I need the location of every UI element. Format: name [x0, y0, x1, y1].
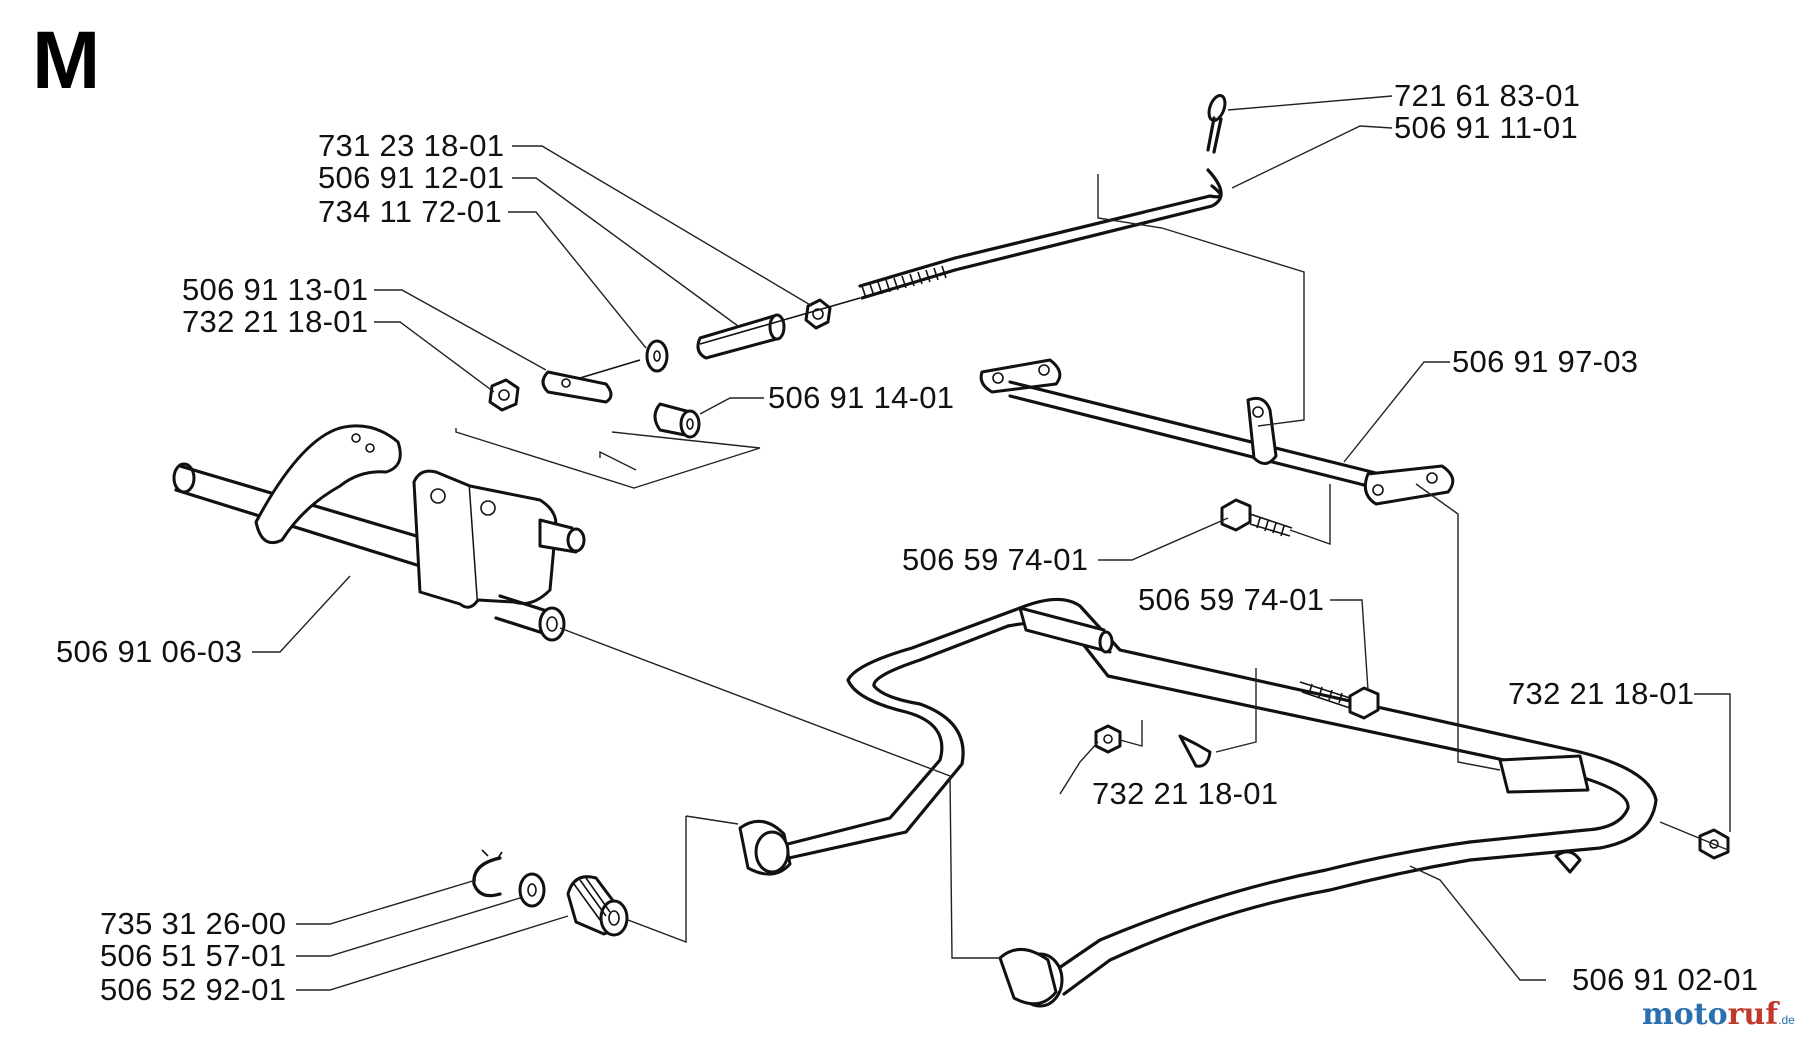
washer-part [645, 339, 669, 373]
shoulder-bolt-part-2 [1299, 681, 1380, 720]
pedal-shaft-part [172, 424, 586, 642]
watermark-part2: ruf [1728, 997, 1781, 1032]
control-rod-part [858, 168, 1223, 300]
label-506-59-74-01-upper: 506 59 74-01 [902, 542, 1088, 577]
label-506-91-02-01: 506 91 02-01 [1572, 962, 1758, 997]
label-506-91-97-03: 506 91 97-03 [1452, 344, 1638, 379]
flanged-bushing-part [566, 875, 629, 937]
label-506-91-06-03: 506 91 06-03 [56, 634, 242, 669]
lock-nut-part-2 [1094, 724, 1122, 754]
lock-nut-part-1 [488, 378, 520, 412]
label-506-91-12-01: 506 91 12-01 [318, 160, 504, 195]
rod-nut-part [804, 298, 832, 330]
label-721-61-83-01: 721 61 83-01 [1394, 78, 1580, 113]
svg-text:motoruf.de: motoruf.de [1642, 997, 1795, 1032]
label-732-21-18-01-mid: 732 21 18-01 [1092, 776, 1278, 811]
shoulder-bolt-part-1 [1220, 498, 1293, 537]
lower-washer-part [518, 872, 546, 908]
watermark-suffix: .de [1778, 1013, 1795, 1027]
pin-part [541, 370, 613, 404]
label-506-52-92-01: 506 52 92-01 [100, 972, 286, 1007]
part-labels: 721 61 83-01 506 91 11-01 731 23 18-01 5… [56, 78, 1758, 1007]
upper-cross-shaft-part [979, 358, 1455, 506]
circlip-part [472, 849, 503, 898]
label-506-91-14-01: 506 91 14-01 [768, 380, 954, 415]
label-506-51-57-01: 506 51 57-01 [100, 938, 286, 973]
label-731-23-18-01: 731 23 18-01 [318, 128, 504, 163]
section-letter: M [32, 15, 100, 106]
label-734-11-72-01: 734 11 72-01 [318, 194, 502, 229]
watermark-logo: motoruf.de [1642, 997, 1795, 1032]
sleeve-tube-part [696, 313, 786, 360]
cotter-pin-part [1206, 94, 1227, 154]
label-732-21-18-01-top: 732 21 18-01 [182, 304, 368, 339]
label-732-21-18-01-right: 732 21 18-01 [1508, 676, 1694, 711]
label-506-91-11-01: 506 91 11-01 [1394, 110, 1578, 145]
bushing-part [653, 402, 701, 439]
parts-illustration [172, 94, 1730, 1008]
watermark-part1: moto [1642, 997, 1728, 1032]
label-506-91-13-01: 506 91 13-01 [182, 272, 368, 307]
label-506-59-74-01-lower: 506 59 74-01 [1138, 582, 1324, 617]
leader-lines [252, 95, 1731, 991]
main-frame-part [738, 597, 1658, 1008]
label-735-31-26-00: 735 31 26-00 [100, 906, 286, 941]
